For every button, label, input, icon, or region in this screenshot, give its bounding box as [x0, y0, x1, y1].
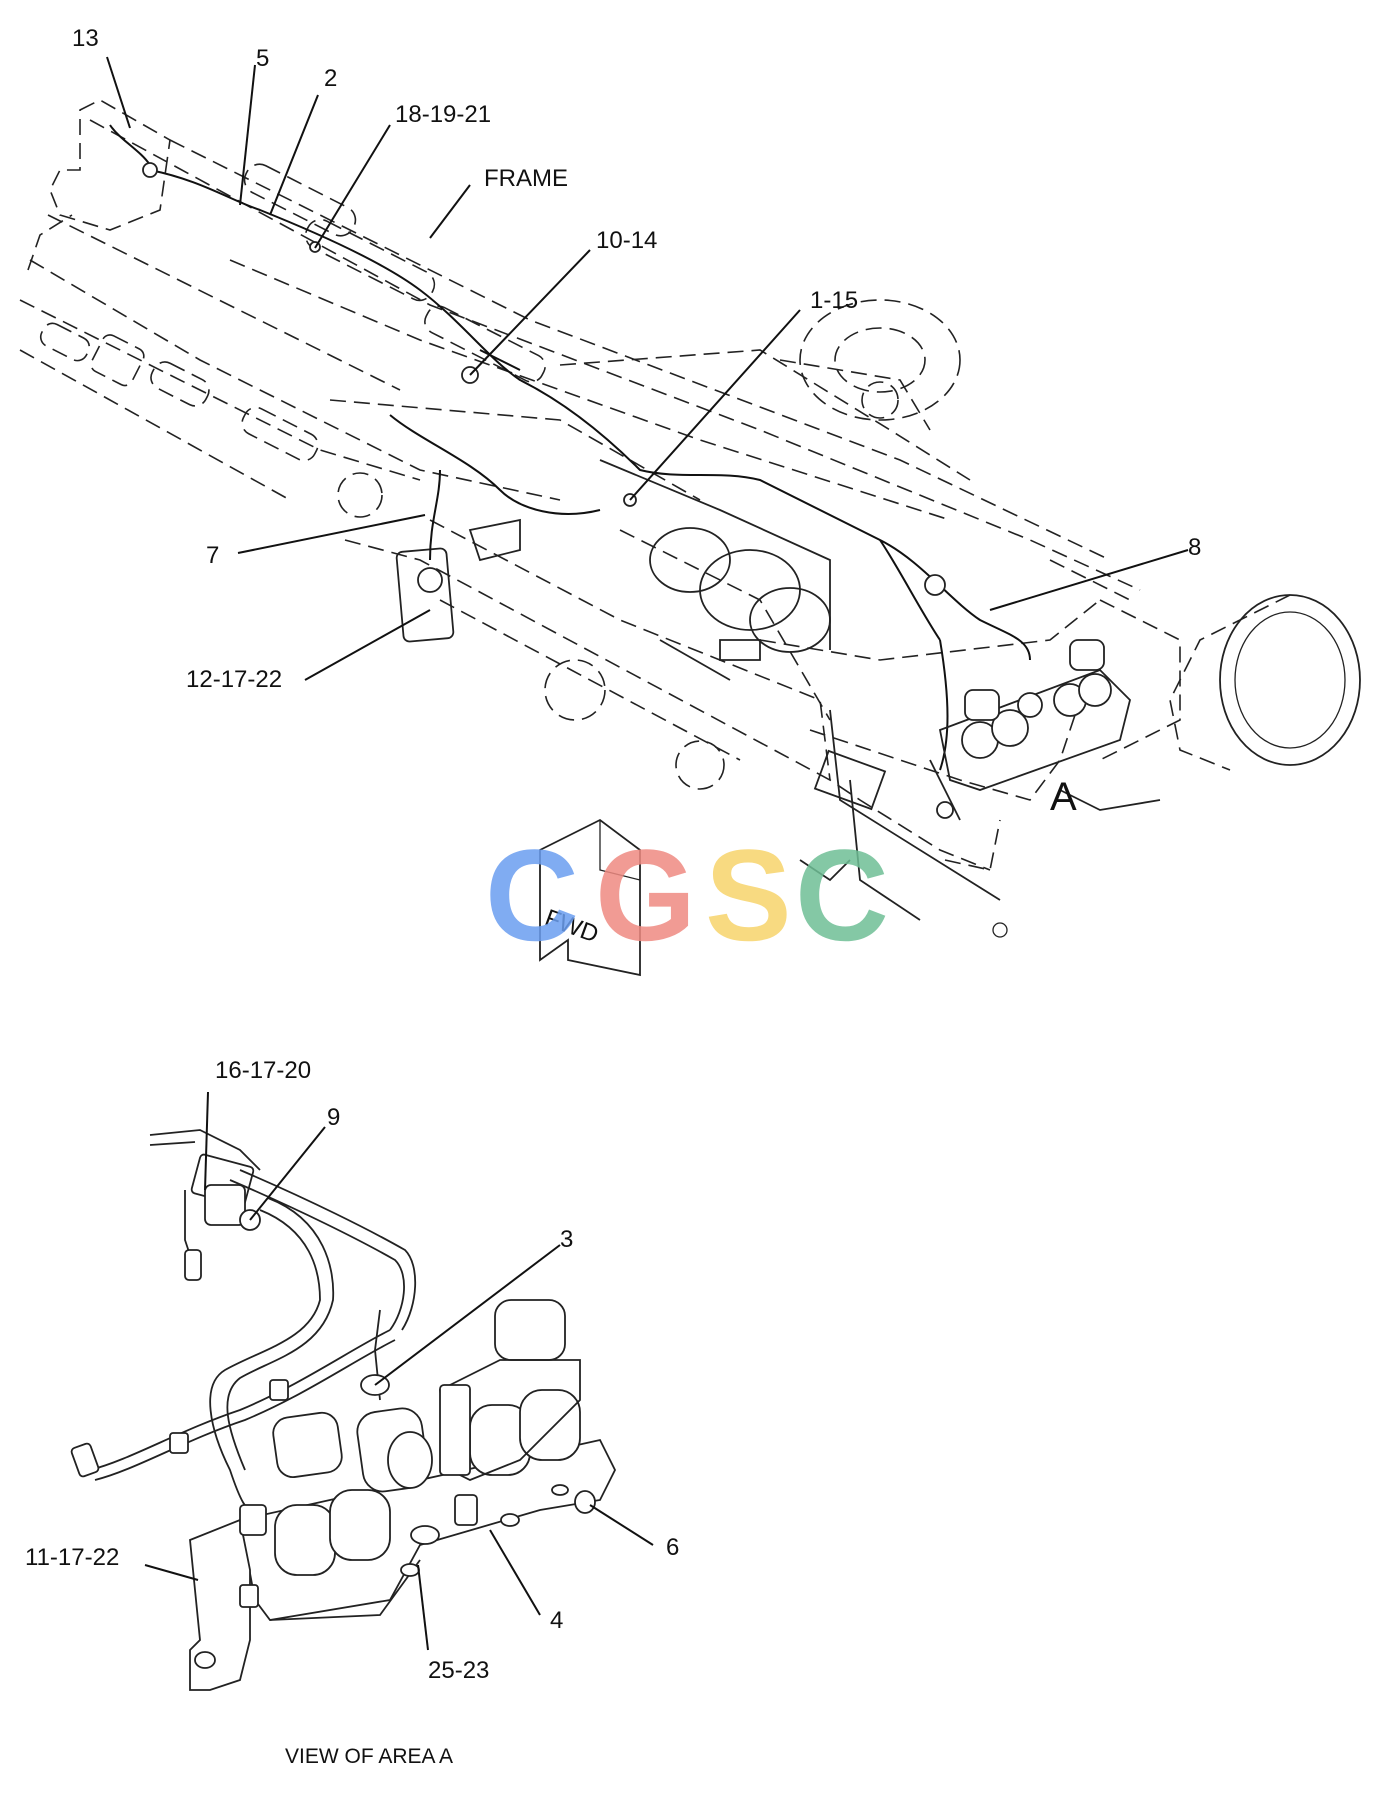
- callout-5: 5: [256, 45, 269, 72]
- callout-12-17-22: 12-17-22: [186, 666, 282, 693]
- area-a-marker: A: [1050, 775, 1077, 819]
- callout-6: 6: [666, 1534, 679, 1561]
- callout-16-17-20: 16-17-20: [215, 1057, 311, 1084]
- callout-1-15: 1-15: [810, 287, 858, 314]
- watermark-letter-c1: C: [485, 822, 579, 968]
- area-a-detail: [70, 1129, 617, 1691]
- fwd-arrow: FWD: [539, 818, 641, 977]
- cross-members: [395, 459, 1001, 921]
- callout-18-19-21: 18-19-21: [395, 101, 491, 128]
- callout-13: 13: [72, 25, 99, 52]
- callout-4: 4: [550, 1607, 563, 1634]
- watermark-letter-s: S: [705, 822, 792, 968]
- leader-lines-top: [106, 56, 1189, 681]
- callout-2: 2: [324, 65, 337, 92]
- callout-3: 3: [560, 1226, 573, 1253]
- watermark-letter-g: G: [595, 822, 696, 968]
- callout-10-14: 10-14: [596, 227, 657, 254]
- light-cluster-top: [929, 639, 1131, 821]
- callout-25-23: 25-23: [428, 1657, 489, 1684]
- callout-9: 9: [327, 1104, 340, 1131]
- leader-lines-bottom: [144, 1091, 654, 1651]
- callout-8: 8: [1188, 534, 1201, 561]
- frame-outline: [19, 99, 1141, 871]
- callout-11-17-22: 11-17-22: [25, 1544, 119, 1571]
- view-caption: VIEW OF AREA A: [285, 1745, 453, 1768]
- cgsc-watermark: C G S C: [485, 822, 889, 968]
- callout-7: 7: [206, 542, 219, 569]
- watermark-letter-c2: C: [795, 822, 889, 968]
- frame-label: FRAME: [484, 165, 568, 192]
- rear-axle-housing: [799, 299, 1361, 938]
